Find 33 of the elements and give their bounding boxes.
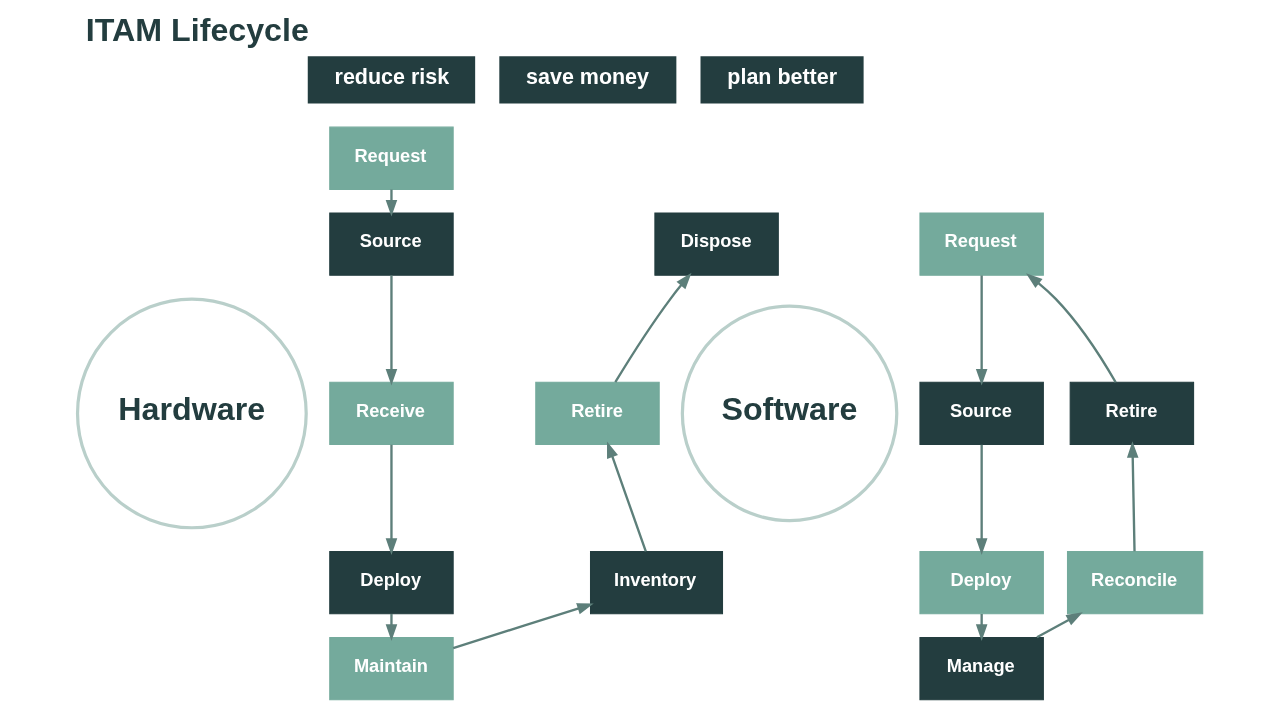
node-box: Inventory: [589, 551, 724, 615]
node-box: Deploy: [919, 551, 1044, 615]
node-box: Dispose: [654, 212, 779, 276]
node-box: Source: [329, 212, 454, 276]
arrow: [385, 614, 398, 641]
node-box: Request: [329, 126, 454, 190]
label: reduce risk: [334, 65, 450, 90]
node-box: Retire: [1069, 381, 1195, 446]
node-box: Maintain: [329, 636, 454, 701]
diagram-title: ITAM Lifecycle: [85, 12, 309, 49]
arrow: [975, 275, 988, 386]
arrow: [385, 444, 398, 555]
node-box: Retire: [535, 381, 660, 446]
node-box: Manage: [919, 636, 1044, 701]
label: save money: [526, 65, 649, 90]
node-circle: Hardware: [75, 297, 308, 530]
node-box: Request: [919, 212, 1044, 276]
arrow: [975, 444, 988, 555]
node-circle: Software: [680, 304, 899, 523]
node-box: Receive: [329, 381, 454, 446]
arrow: [1025, 273, 1117, 383]
arrow: [1036, 612, 1083, 639]
arrow: [975, 614, 988, 641]
label: plan better: [727, 65, 837, 90]
arrow: [385, 189, 398, 217]
arrow: [607, 441, 647, 552]
arrow: [385, 275, 398, 386]
arrow: [614, 272, 692, 383]
node-box: Deploy: [329, 551, 454, 615]
node-box: Reconcile: [1066, 551, 1204, 615]
node-box: Source: [919, 381, 1044, 446]
arrow: [1126, 441, 1139, 552]
arrow: [452, 603, 594, 650]
